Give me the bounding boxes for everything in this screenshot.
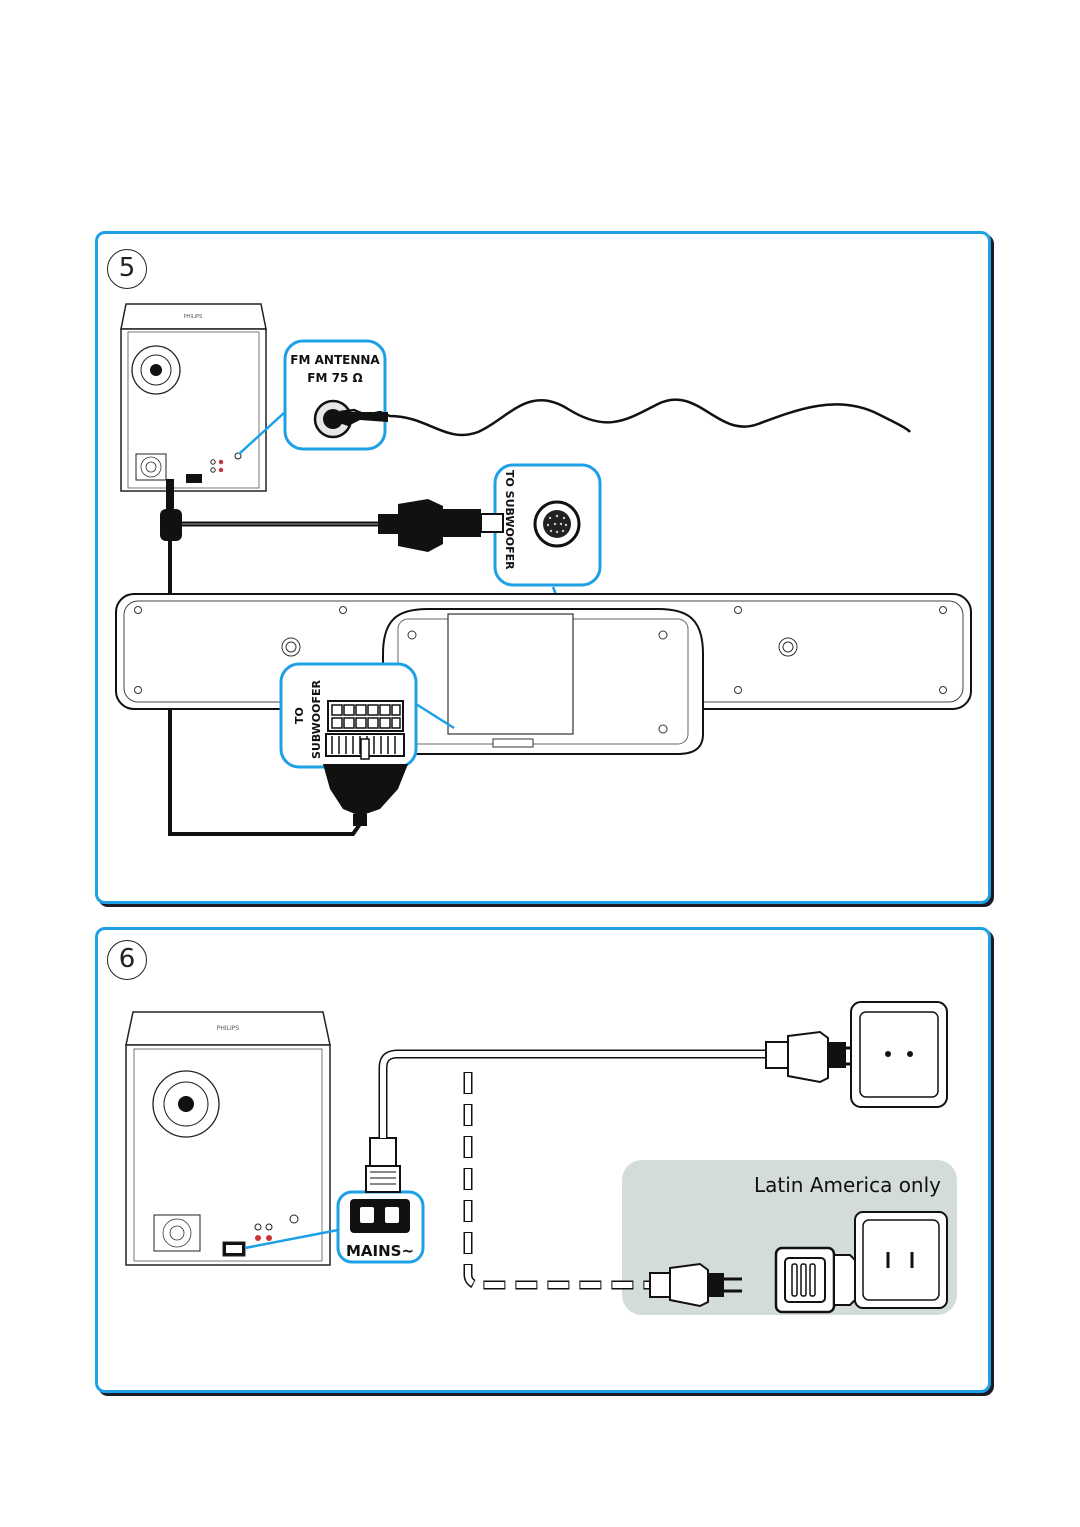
eu-wall-socket [850,1001,948,1108]
subwoofer-plug-connector [378,499,504,552]
mains-label: MAINS~ [346,1242,414,1260]
step-5-panel: 5 PHILIPS FM ANTENNA FM 75 Ω [95,231,991,904]
subwoofer-rear-view: PHILIPS [125,1011,331,1266]
svg-text:PHILIPS: PHILIPS [184,314,203,320]
latin-america-plug [649,1262,742,1308]
to-subwoofer-callout-top: TO SUBWOOFER [493,463,602,587]
step-6-diagram: Latin America only PHILIPS [125,1001,957,1315]
soundbar-rear-view [115,593,972,755]
plug-adapter [774,1246,876,1314]
power-cord [378,1049,766,1138]
to-label-bottom: TO [293,707,306,724]
subwoofer-rear-view: PHILIPS [120,303,267,492]
latin-america-wall-socket [854,1211,948,1309]
to-subwoofer-label-top: TO SUBWOOFER [503,470,516,570]
mains-callout: MAINS~ [336,1190,425,1264]
subwoofer-label-bottom: SUBWOOFER [310,679,323,759]
fm-impedance-label: FM 75 Ω [307,371,362,385]
latin-america-note: Latin America only [754,1173,941,1197]
to-subwoofer-callout-bottom: TO SUBWOOFER [279,662,418,769]
step-5-diagram: PHILIPS FM ANTENNA FM 75 Ω [115,303,972,836]
step-5-number: 5 [107,249,147,289]
step-6-number: 6 [107,940,147,980]
fm-antenna-wire [339,398,912,437]
svg-text:PHILIPS: PHILIPS [217,1025,240,1032]
fm-antenna-label: FM ANTENNA [290,353,380,367]
mains-iec-plug [365,1137,401,1193]
step-6-panel: 6 Latin America only PHILIPS [95,927,991,1393]
fm-antenna-callout: FM ANTENNA FM 75 Ω [283,339,387,451]
